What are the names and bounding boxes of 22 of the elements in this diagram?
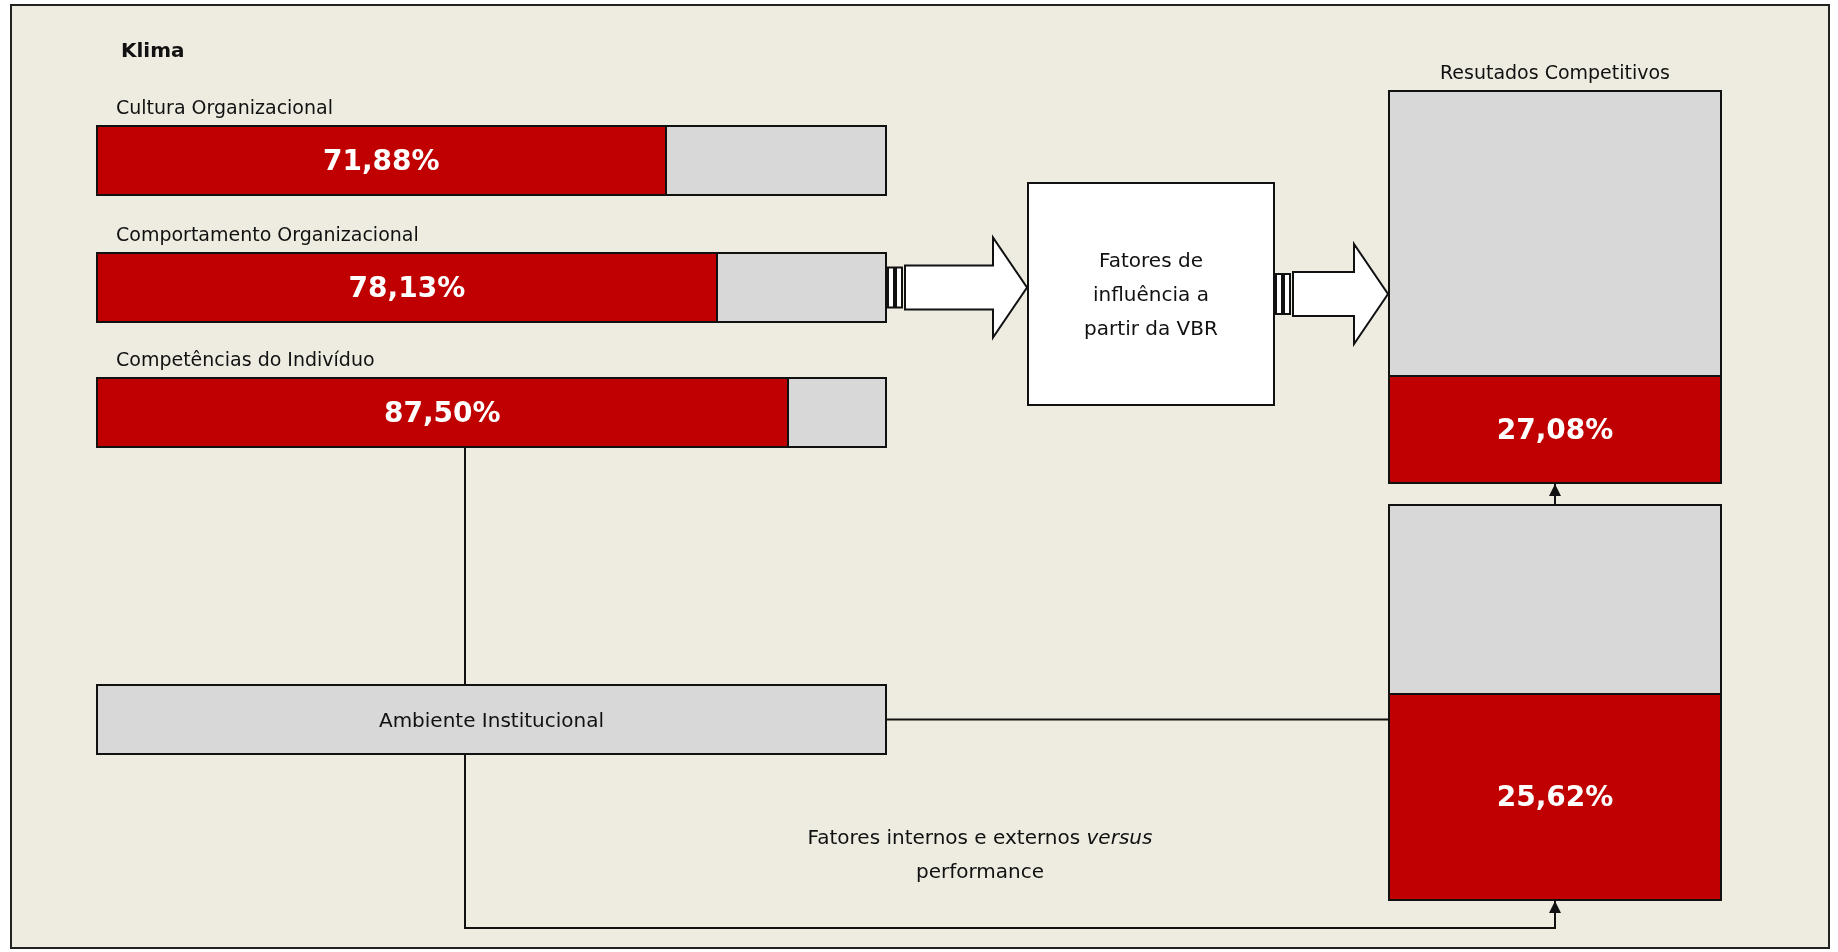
- caption-text: Fatores internos e externos versus performance: [806, 824, 1154, 885]
- block-arrow: [1275, 240, 1390, 348]
- process-box: [1027, 182, 1275, 406]
- bar-title: Cultura Organizacional: [116, 96, 333, 118]
- percentage-value: 71,88%: [323, 144, 440, 177]
- percentage-value: 27,08%: [1496, 412, 1614, 446]
- bar-title: Resutados Competitivos: [1438, 61, 1672, 83]
- bar-title: Comportamento Organizacional: [116, 223, 419, 245]
- arrow: [464, 754, 1561, 929]
- box-text: Fatores de influência a partir da VBR: [1083, 247, 1219, 342]
- connector-line: [464, 447, 466, 685]
- bar: [96, 684, 887, 755]
- heading-text: Klima: [121, 38, 185, 62]
- connector-line: [886, 718, 1389, 721]
- percentage-value: 87,50%: [384, 396, 501, 429]
- percentage-value: 78,13%: [348, 271, 466, 304]
- arrow: [1549, 483, 1561, 505]
- bar-title: Competências do Indivíduo: [116, 348, 375, 370]
- block-arrow: [887, 234, 1029, 341]
- percentage-value: 25,62%: [1496, 780, 1614, 814]
- stacked-bar: [1388, 504, 1722, 901]
- box-text: Ambiente Institucional: [378, 707, 605, 732]
